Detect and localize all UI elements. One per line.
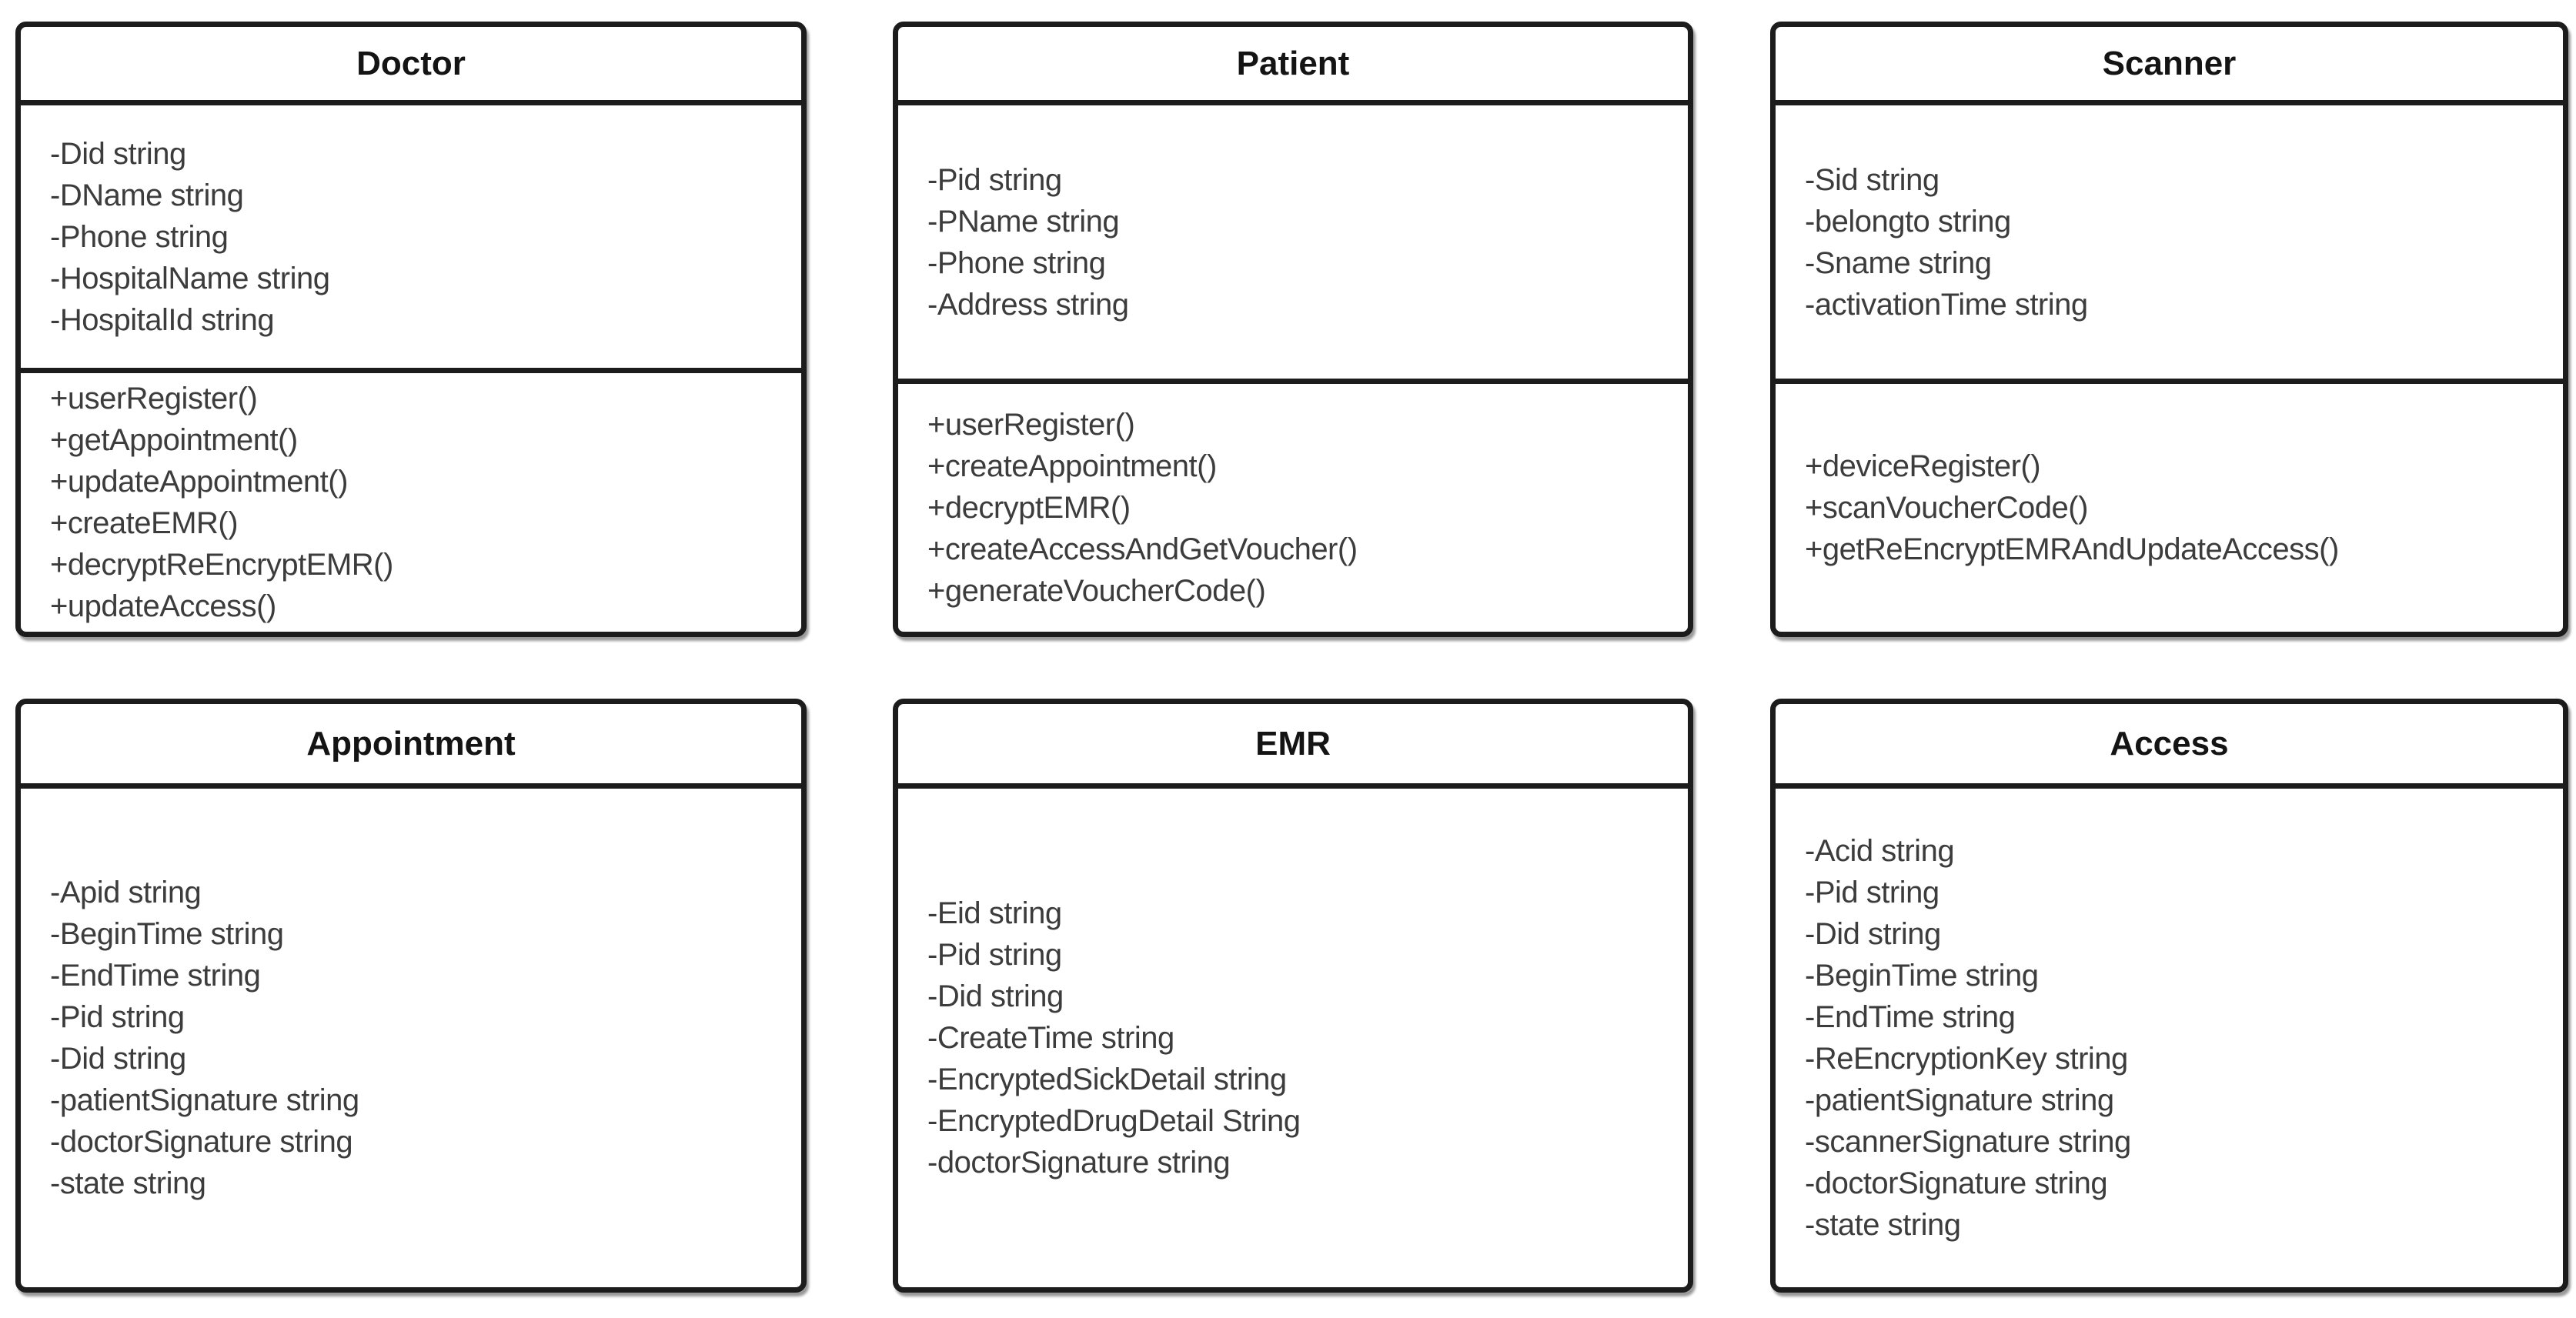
attribute-line: -doctorSignature string	[50, 1125, 353, 1159]
attribute-line: -EncryptedDrugDetail String	[927, 1104, 1301, 1138]
attribute-line: -Pid string	[50, 1000, 185, 1034]
method-line: +getAppointment()	[50, 423, 298, 457]
attribute-line: -Pid string	[927, 162, 1062, 197]
attribute-line: -EncryptedSickDetail string	[927, 1063, 1287, 1096]
method-line: +deviceRegister()	[1805, 449, 2041, 483]
method-line: +createEMR()	[50, 506, 239, 540]
attribute-line: -activationTime string	[1805, 287, 2088, 322]
class-box-scanner: Scanner -Sid string -belongto string -Sn…	[1770, 22, 2568, 637]
attribute-line: -Sname string	[1805, 245, 1992, 280]
attribute-line: -Did string	[50, 136, 186, 171]
attribute-line: -EndTime string	[1805, 1000, 2016, 1034]
class-title: Doctor	[356, 44, 466, 82]
attribute-line: -Sid string	[1805, 162, 1940, 197]
attribute-line: -Acid string	[1805, 834, 1955, 868]
attribute-line: -HospitalId string	[50, 302, 275, 337]
method-line: +decryptEMR()	[927, 491, 1131, 525]
class-title: EMR	[1255, 724, 1331, 762]
attribute-line: -doctorSignature string	[927, 1146, 1231, 1180]
attributes-compartment: -Sid string -belongto string -Sname stri…	[1776, 100, 2563, 379]
class-box-doctor: Doctor -Did string -DName string -Phone …	[15, 22, 807, 637]
attribute-line: -HospitalName string	[50, 261, 330, 295]
class-box-appointment: Appointment -Apid string -BeginTime stri…	[15, 699, 807, 1293]
attribute-line: -Pid string	[1805, 876, 1940, 909]
attribute-line: -Did string	[1805, 917, 1941, 951]
method-line: +decryptReEncryptEMR()	[50, 548, 393, 582]
attribute-line: -Eid string	[927, 896, 1062, 930]
methods-compartment: +userRegister() +createAppointment() +de…	[898, 379, 1688, 632]
attributes-compartment: -Apid string -BeginTime string -EndTime …	[21, 783, 801, 1287]
methods-compartment: +userRegister() +getAppointment() +updat…	[21, 368, 801, 632]
attribute-line: -Pid string	[927, 938, 1062, 972]
attribute-line: -Apid string	[50, 876, 202, 909]
attribute-line: -Phone string	[50, 219, 229, 254]
attribute-line: -patientSignature string	[1805, 1083, 2114, 1117]
attributes-compartment: -Pid string -PName string -Phone string …	[898, 100, 1688, 379]
attribute-line: -patientSignature string	[50, 1083, 359, 1117]
attribute-line: -ReEncryptionKey string	[1805, 1042, 2128, 1076]
class-title: Appointment	[306, 724, 516, 762]
attribute-line: -doctorSignature string	[1805, 1166, 2108, 1200]
attributes-compartment: -Did string -DName string -Phone string …	[21, 100, 801, 368]
method-line: +userRegister()	[927, 408, 1135, 442]
attribute-line: -CreateTime string	[927, 1021, 1174, 1055]
class-title: Scanner	[2102, 44, 2237, 82]
method-line: +createAppointment()	[927, 449, 1217, 483]
attribute-line: -belongto string	[1805, 204, 2011, 239]
class-box-emr: EMR -Eid string -Pid string -Did string …	[893, 699, 1693, 1293]
method-line: +scanVoucherCode()	[1805, 491, 2088, 525]
attribute-line: -BeginTime string	[1805, 959, 2039, 993]
attributes-compartment: -Eid string -Pid string -Did string -Cre…	[898, 783, 1688, 1287]
attribute-line: -state string	[50, 1166, 206, 1200]
attribute-line: -state string	[1805, 1208, 1961, 1242]
attribute-line: -BeginTime string	[50, 917, 284, 951]
method-line: +userRegister()	[50, 382, 258, 415]
method-line: +updateAccess()	[50, 589, 276, 623]
attributes-compartment: -Acid string -Pid string -Did string -Be…	[1776, 783, 2563, 1287]
class-box-access: Access -Acid string -Pid string -Did str…	[1770, 699, 2568, 1293]
attribute-line: -Phone string	[927, 245, 1106, 280]
attribute-line: -Did string	[927, 979, 1064, 1013]
attribute-line: -scannerSignature string	[1805, 1125, 2131, 1159]
attribute-line: -Address string	[927, 287, 1129, 322]
method-line: +generateVoucherCode()	[927, 574, 1266, 608]
attribute-line: -DName string	[50, 178, 244, 212]
method-line: +createAccessAndGetVoucher()	[927, 532, 1358, 566]
method-line: +updateAppointment()	[50, 465, 348, 499]
method-line: +getReEncryptEMRAndUpdateAccess()	[1805, 532, 2339, 566]
class-title: Patient	[1236, 44, 1350, 82]
attribute-line: -Did string	[50, 1042, 186, 1076]
methods-compartment: +deviceRegister() +scanVoucherCode() +ge…	[1776, 379, 2563, 632]
class-title: Access	[2110, 724, 2229, 762]
attribute-line: -PName string	[927, 204, 1120, 239]
class-box-patient: Patient -Pid string -PName string -Phone…	[893, 22, 1693, 637]
attribute-line: -EndTime string	[50, 959, 261, 993]
